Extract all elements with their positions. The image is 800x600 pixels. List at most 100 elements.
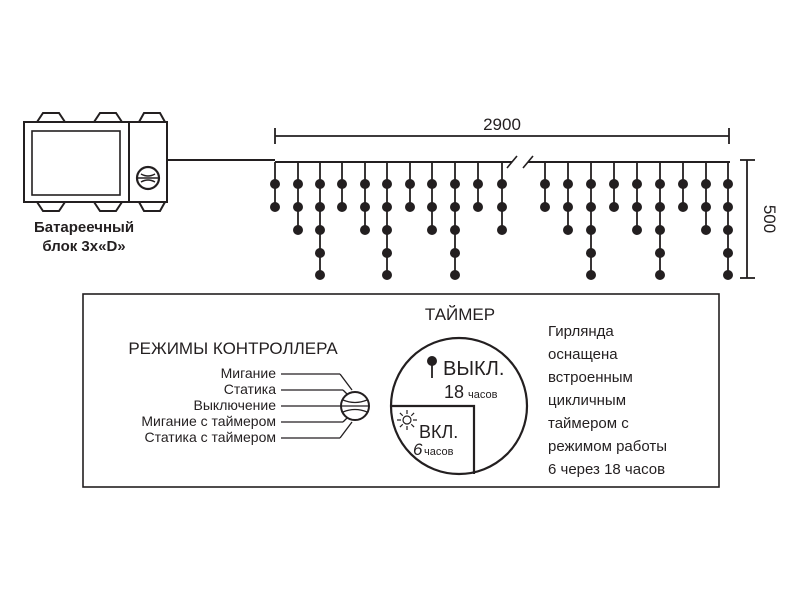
length-dimension — [274, 128, 730, 144]
bulb — [315, 225, 325, 235]
timer-title: ТАЙМЕР — [425, 305, 495, 324]
timer-on-label: ВКЛ. — [419, 422, 458, 442]
mode-leader-lines — [281, 373, 353, 439]
bulb — [655, 270, 665, 280]
controller-title: РЕЖИМЫ КОНТРОЛЛЕРА — [128, 339, 338, 358]
bulb — [450, 179, 460, 189]
bulb — [427, 179, 437, 189]
bulb — [678, 202, 688, 212]
bulb — [586, 202, 596, 212]
bulb — [293, 179, 303, 189]
description-line: цикличным — [548, 392, 626, 409]
mode-label: Статика — [224, 381, 277, 397]
bulb — [655, 248, 665, 258]
bulb — [678, 179, 688, 189]
bulb — [337, 179, 347, 189]
description-line: встроенным — [548, 369, 633, 386]
description-line: Гирлянда — [548, 323, 614, 340]
bulb — [360, 225, 370, 235]
bulb — [337, 202, 347, 212]
bulb — [586, 270, 596, 280]
mode-label: Мигание с таймером — [141, 413, 276, 429]
timer-off-hours: 18 — [444, 382, 464, 402]
bulb — [632, 179, 642, 189]
bulb — [497, 202, 507, 212]
bulb — [723, 248, 733, 258]
garland-wire — [167, 155, 730, 169]
bulb — [586, 179, 596, 189]
bulb — [655, 179, 665, 189]
bulb — [293, 225, 303, 235]
description-line: таймером с — [548, 415, 629, 432]
bulb — [540, 202, 550, 212]
sun-icon — [397, 410, 417, 430]
battery-label-line2: блок 3х«D» — [42, 238, 125, 255]
drop-dimension-label: 500 — [760, 205, 779, 233]
bulb — [563, 179, 573, 189]
bulb — [540, 179, 550, 189]
bulb — [315, 202, 325, 212]
bulb — [632, 225, 642, 235]
battery-label: Батареечный блок 3х«D» — [34, 219, 134, 255]
sun-ray — [399, 423, 404, 428]
bulb — [405, 202, 415, 212]
bulb — [270, 179, 280, 189]
bulb — [382, 270, 392, 280]
bulb — [315, 270, 325, 280]
bulb — [360, 179, 370, 189]
bulb — [450, 248, 460, 258]
sun-ray — [410, 423, 415, 428]
bulb — [723, 202, 733, 212]
controller-modes: Мигание Статика Выключение Мигание с тай… — [141, 365, 276, 445]
bulb — [450, 270, 460, 280]
bulb — [382, 225, 392, 235]
bulb — [723, 270, 733, 280]
bulb — [701, 179, 711, 189]
bulb — [655, 225, 665, 235]
timer-description: Гирлянда оснащена встроенным цикличным т… — [548, 323, 667, 478]
bulb — [723, 179, 733, 189]
garland-icicles — [270, 162, 733, 280]
bulb — [497, 179, 507, 189]
bulb — [701, 202, 711, 212]
bulb — [270, 202, 280, 212]
bulb — [609, 202, 619, 212]
bulb — [609, 179, 619, 189]
off-pin-icon — [427, 356, 437, 378]
mode-label: Выключение — [194, 397, 277, 413]
bulb — [382, 248, 392, 258]
bulb — [723, 225, 733, 235]
bulb — [450, 225, 460, 235]
bulb — [586, 248, 596, 258]
bulb — [563, 225, 573, 235]
mode-label: Статика с таймером — [144, 429, 276, 445]
bulb — [293, 202, 303, 212]
mode-label: Мигание — [221, 365, 277, 381]
sun-ray — [399, 412, 404, 417]
bulb — [427, 225, 437, 235]
bulb — [586, 225, 596, 235]
drop-dimension — [740, 159, 755, 279]
bulb — [497, 225, 507, 235]
bulb — [360, 202, 370, 212]
bulb — [632, 202, 642, 212]
bulb — [563, 202, 573, 212]
timer-off-unit: часов — [468, 389, 498, 401]
sun-ray — [410, 412, 415, 417]
timer-on-hours: 6 — [413, 440, 423, 459]
description-line: режимом работы — [548, 438, 667, 455]
bulb — [473, 179, 483, 189]
description-line: 6 через 18 часов — [548, 461, 665, 478]
bulb — [701, 225, 711, 235]
timer-on-unit: часов — [424, 446, 454, 458]
bulb — [315, 179, 325, 189]
length-dimension-label: 2900 — [483, 115, 521, 134]
bulb — [655, 202, 665, 212]
bulb — [315, 248, 325, 258]
bulb — [473, 202, 483, 212]
battery-label-line1: Батареечный — [34, 219, 134, 236]
description-line: оснащена — [548, 346, 618, 363]
timer-off-label: ВЫКЛ. — [443, 358, 504, 380]
battery-box — [23, 112, 168, 212]
